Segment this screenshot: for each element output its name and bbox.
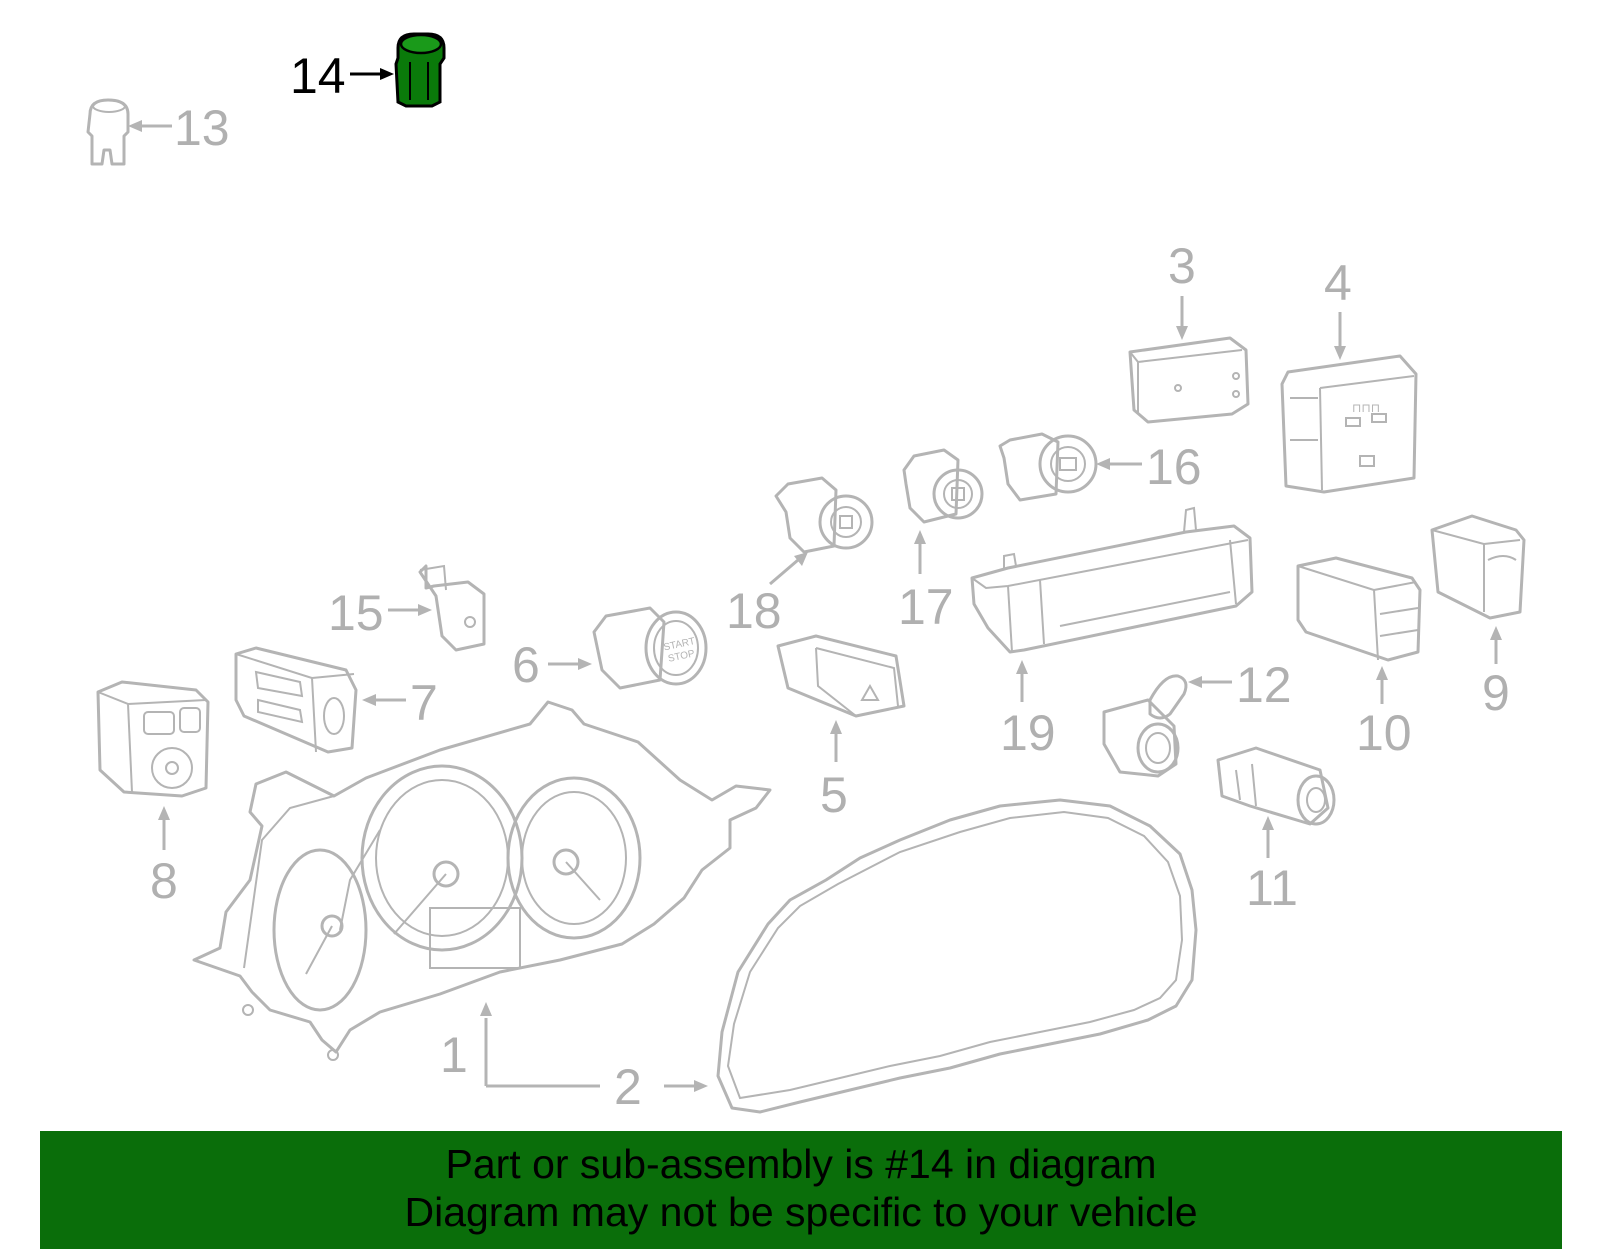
banner-part-notice: Part or sub-assembly is #14 in diagram [445,1141,1157,1187]
part-6-start-stop-switch[interactable]: START STOP [592,606,708,690]
banner-disclaimer: Diagram may not be specific to your vehi… [404,1189,1198,1235]
part-15-switch[interactable] [418,564,486,652]
callout-14-label: 14 [290,48,346,104]
callout-5[interactable]: 5 [820,720,848,823]
callout-9-label: 9 [1482,665,1510,721]
part-1-instrument-cluster[interactable] [192,700,772,1061]
callout-13-label: 13 [174,100,230,156]
part-12-socket-cap[interactable] [1102,674,1188,778]
part-3-module[interactable] [1128,336,1250,424]
callout-7[interactable]: 7 [362,675,438,731]
part-4-marking-icon: ⊓⊓⊓ [1352,401,1380,415]
part-2-cluster-lens[interactable] [716,798,1198,1114]
part-14-clip[interactable] [394,32,446,108]
callout-5-arrow [830,720,842,734]
callout-2-arrow [694,1080,708,1092]
callout-10-arrow [1376,666,1388,680]
callout-18-leader [769,558,799,586]
callout-8-label: 8 [150,853,178,909]
callout-19-arrow [1016,660,1028,674]
part-19-control-panel[interactable] [970,506,1254,654]
part-10-switch[interactable] [1296,556,1422,662]
part-13-clip[interactable] [86,98,130,166]
part-9-switch[interactable] [1430,514,1526,620]
callout-1-arrow [480,1002,492,1016]
callout-12-arrow [1188,676,1202,688]
part-16-knob-switch[interactable] [998,432,1098,502]
callout-15-label: 15 [328,585,384,641]
callout-8-arrow [158,806,170,820]
callout-4[interactable]: 4 [1324,255,1352,360]
callout-10[interactable]: 10 [1356,666,1412,761]
callout-17-label: 17 [898,579,954,635]
callout-9[interactable]: 9 [1482,626,1510,721]
part-8-mirror-switch[interactable] [96,680,210,798]
callout-7-arrow [362,694,376,706]
part-18-knob-switch[interactable] [774,476,874,554]
callout-18[interactable]: 18 [726,552,808,639]
info-banner: Part or sub-assembly is #14 in diagram D… [40,1131,1562,1249]
callout-6-arrow [578,658,592,670]
callout-12-label: 12 [1236,657,1292,713]
callout-17-arrow [914,530,926,544]
callout-13-arrow [128,120,142,132]
callout-14-arrow [380,68,394,80]
callout-16[interactable]: 16 [1096,439,1202,495]
callout-6[interactable]: 6 [512,637,592,693]
part-7-dimmer-switch[interactable] [234,646,358,754]
callout-14[interactable]: 14 [290,48,394,104]
callout-3-arrow [1176,326,1188,340]
callout-1-label: 1 [440,1027,468,1083]
callout-19-label: 19 [1000,705,1056,761]
callout-18-label: 18 [726,583,782,639]
callout-3[interactable]: 3 [1168,238,1196,340]
callout-8[interactable]: 8 [150,806,178,909]
part-17-knob-switch[interactable] [902,448,984,524]
callout-4-label: 4 [1324,255,1352,311]
callout-11-arrow [1262,816,1274,830]
callout-18-arrow [794,552,808,566]
callout-13[interactable]: 13 [128,100,230,156]
callout-12[interactable]: 12 [1188,657,1292,713]
part-4-module[interactable]: ⊓⊓⊓ [1280,354,1418,494]
callout-11-label: 11 [1246,860,1298,916]
callout-1[interactable]: 1 [440,1002,600,1088]
callout-11[interactable]: 11 [1246,816,1298,916]
callout-2-label: 2 [614,1059,642,1115]
callout-6-label: 6 [512,637,540,693]
hazard-triangle-icon [860,683,880,701]
callout-15-arrow [418,604,432,616]
callout-16-arrow [1096,458,1110,470]
callout-7-label: 7 [410,675,438,731]
callout-17[interactable]: 17 [898,530,954,635]
callout-5-label: 5 [820,767,848,823]
part-5-hazard-switch[interactable] [776,634,906,718]
callout-15[interactable]: 15 [328,585,432,641]
callout-10-label: 10 [1356,705,1412,761]
callout-16-label: 16 [1146,439,1202,495]
callout-19[interactable]: 19 [1000,660,1056,761]
callout-4-arrow [1334,346,1346,360]
part-11-socket[interactable] [1216,746,1336,826]
callout-9-arrow [1490,626,1502,640]
callout-3-label: 3 [1168,238,1196,294]
callout-2[interactable]: 2 [614,1059,708,1115]
